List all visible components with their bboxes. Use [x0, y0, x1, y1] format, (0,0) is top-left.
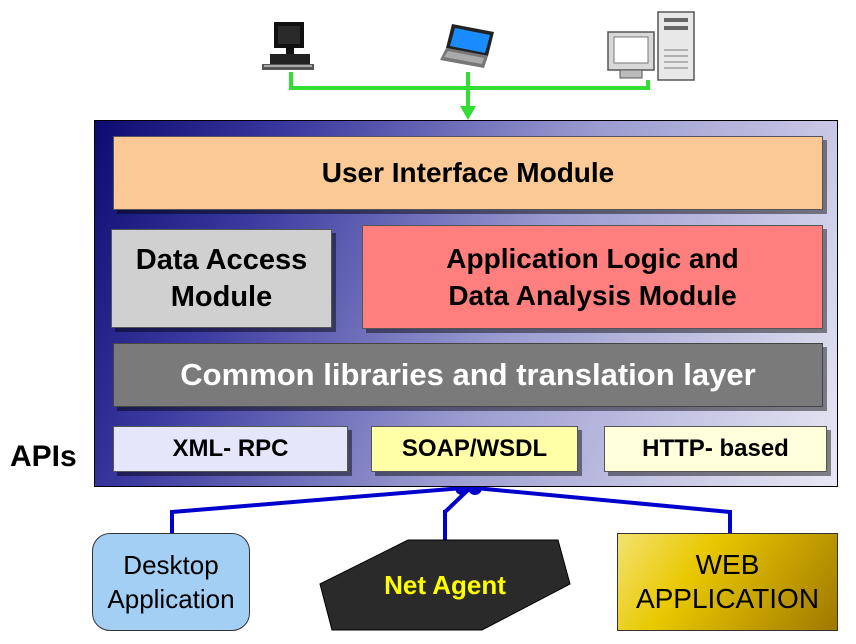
api-xml-rpc-label: XML- RPC [172, 435, 289, 462]
device-bus [289, 72, 650, 108]
user-interface-module: User Interface Module [113, 136, 823, 210]
api-soap-wsdl-label: SOAP/WSDL [401, 435, 548, 462]
net-agent-client: Net Agent [318, 538, 572, 632]
api-http-based-label: HTTP- based [642, 435, 789, 462]
api-http-based: HTTP- based [604, 426, 827, 472]
web-application-label-line1: WEB [695, 549, 760, 580]
desktop-computer-icon [262, 22, 314, 70]
application-logic-label-line2: Data Analysis Module [448, 280, 737, 311]
api-soap-wsdl: SOAP/WSDL [371, 426, 578, 472]
device-bus-arrowhead [460, 106, 476, 120]
laptop-icon [440, 24, 494, 68]
common-libraries-label: Common libraries and translation layer [180, 357, 756, 392]
api-xml-rpc: XML- RPC [113, 426, 348, 472]
common-libraries-layer: Common libraries and translation layer [113, 343, 823, 407]
desktop-application-label-line1: Desktop [123, 550, 219, 580]
net-agent-label: Net Agent [384, 569, 506, 600]
desktop-application-client: Desktop Application [92, 533, 250, 631]
data-access-module: Data Access Module [111, 229, 332, 328]
apis-label: APIs [10, 440, 77, 473]
net-agent-diamond [319, 539, 571, 631]
desktop-application-label-line2: Application [107, 584, 235, 614]
application-logic-label-line1: Application Logic and [446, 243, 739, 274]
application-logic-module: Application Logic and Data Analysis Modu… [362, 225, 823, 329]
tower-workstation-icon [607, 11, 695, 81]
client-bus [170, 486, 732, 540]
user-interface-module-label: User Interface Module [321, 157, 615, 188]
web-application-client: WEB APPLICATION [617, 533, 838, 631]
web-application-label-line2: APPLICATION [635, 583, 820, 614]
data-access-label-line1: Data Access [135, 243, 308, 276]
data-access-label-line2: Module [170, 280, 273, 313]
